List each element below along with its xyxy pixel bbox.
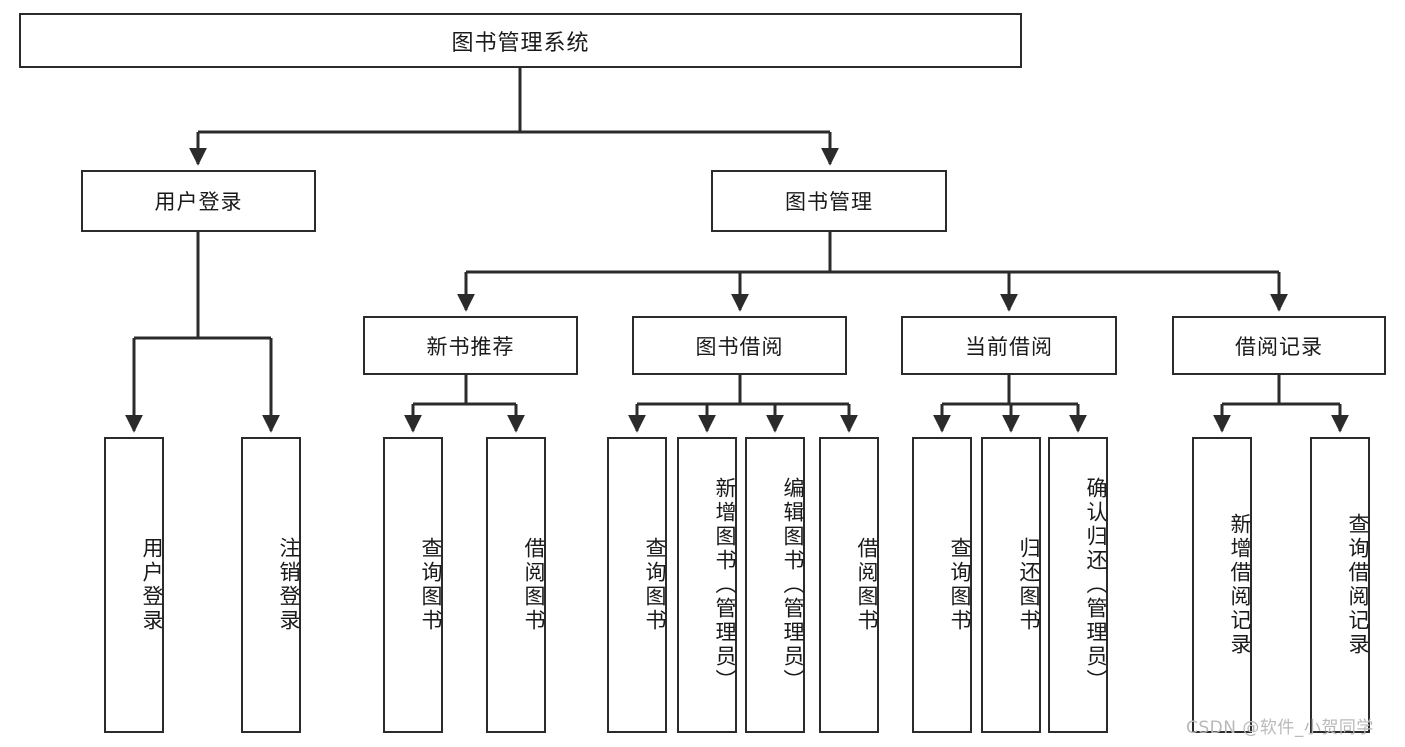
node-label: 图书管理 (785, 190, 873, 214)
leaf-user-login-logout[interactable]: 注销登录 (241, 437, 301, 733)
leaf-new-book-borrow[interactable]: 借阅图书 (486, 437, 546, 733)
csdn-watermark: CSDN @软件_小贺同学 (1186, 718, 1374, 738)
node-label: 查询图书 (419, 537, 443, 633)
node-label: 新增借阅记录 (1228, 513, 1252, 657)
leaf-current-confirm-return-admin[interactable]: 确认归还（管理员） (1048, 437, 1108, 733)
leaf-new-book-query[interactable]: 查询图书 (383, 437, 443, 733)
node-book-management[interactable]: 图书管理 (711, 170, 947, 232)
node-label: 借阅图书 (522, 537, 546, 633)
node-root-library-system[interactable]: 图书管理系统 (19, 13, 1022, 68)
leaf-record-query-record[interactable]: 查询借阅记录 (1310, 437, 1370, 733)
node-label: 确认归还（管理员） (1084, 477, 1108, 693)
node-label: 新书推荐 (426, 334, 515, 359)
leaf-current-query-book[interactable]: 查询图书 (912, 437, 972, 733)
node-label: 归还图书 (1017, 537, 1041, 633)
node-label: 借阅记录 (1235, 334, 1323, 359)
node-label: 查询图书 (948, 537, 972, 633)
node-label: 新增图书（管理员） (713, 477, 737, 693)
node-user-login[interactable]: 用户登录 (81, 170, 316, 232)
node-new-book-recommend[interactable]: 新书推荐 (363, 316, 578, 375)
leaf-borrow-edit-book-admin[interactable]: 编辑图书（管理员） (745, 437, 805, 733)
leaf-borrow-add-book-admin[interactable]: 新增图书（管理员） (677, 437, 737, 733)
node-label: 图书管理系统 (451, 30, 590, 56)
leaf-borrow-borrow-book[interactable]: 借阅图书 (819, 437, 879, 733)
node-label: 图书借阅 (695, 334, 784, 359)
node-borrow-record[interactable]: 借阅记录 (1172, 316, 1386, 375)
node-label: 当前借阅 (965, 334, 1053, 359)
leaf-borrow-query-book[interactable]: 查询图书 (607, 437, 667, 733)
node-label: 注销登录 (277, 537, 301, 633)
node-label: 查询图书 (643, 537, 667, 633)
leaf-current-return-book[interactable]: 归还图书 (981, 437, 1041, 733)
node-label: 查询借阅记录 (1346, 513, 1370, 657)
leaf-record-add-record[interactable]: 新增借阅记录 (1192, 437, 1252, 733)
node-label: 编辑图书（管理员） (781, 477, 805, 693)
node-label: 用户登录 (154, 190, 243, 214)
leaf-user-login-login[interactable]: 用户登录 (104, 437, 164, 733)
node-label: 借阅图书 (855, 537, 879, 633)
node-current-borrow[interactable]: 当前借阅 (901, 316, 1117, 375)
node-book-borrow[interactable]: 图书借阅 (632, 316, 847, 375)
node-label: 用户登录 (140, 537, 164, 633)
